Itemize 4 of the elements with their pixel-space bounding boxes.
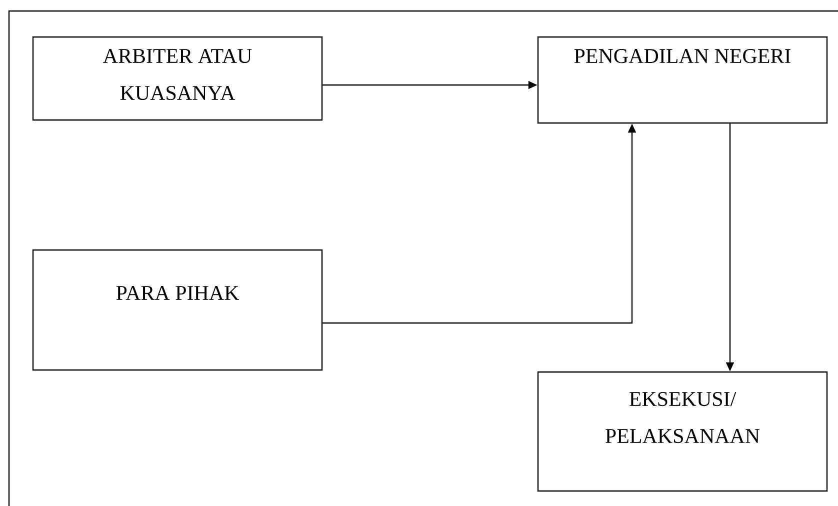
process-box: ARBITER ATAU KUASANYA <box>32 36 323 121</box>
process-box: PENGADILAN NEGERI <box>537 36 828 124</box>
process-box: PARA PIHAK <box>32 249 323 371</box>
process-box: EKSEKUSI/ PELAKSANAAN <box>537 371 828 492</box>
